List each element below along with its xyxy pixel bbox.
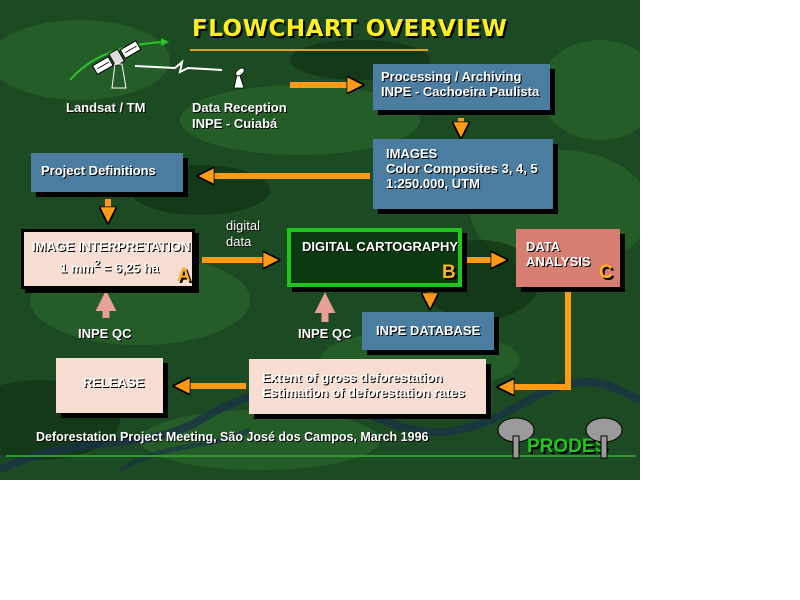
qc-label-a: INPE QC bbox=[78, 326, 132, 341]
image-interpretation-title: IMAGE INTERPRETATION bbox=[32, 239, 191, 254]
letter-a: A bbox=[177, 265, 191, 286]
data-analysis-box: DATA ANALYSIS bbox=[516, 229, 620, 287]
tree-icon-left bbox=[497, 417, 535, 459]
image-interpretation-box: IMAGE INTERPRETATION 1 mm2 = 6,25 ha bbox=[21, 229, 195, 289]
prodes-logo: PRODES bbox=[527, 436, 608, 457]
deforestation-extent-line1: Extent of gross deforestation bbox=[262, 370, 443, 385]
footer-caption: Deforestation Project Meeting, São José … bbox=[36, 430, 429, 444]
inpe-database-box: INPE DATABASE bbox=[362, 312, 494, 350]
page-title: FLOWCHART OVERVIEW bbox=[192, 16, 508, 42]
image-interpretation-scale: 1 mm2 = 6,25 ha bbox=[32, 257, 192, 275]
digital-cartography-label: DIGITAL CARTOGRAPHY bbox=[302, 239, 459, 254]
tree-icon-right bbox=[585, 417, 623, 459]
letter-c: C bbox=[599, 262, 613, 283]
arrow-analysis-to-extent bbox=[505, 292, 571, 387]
images-line2: Color Composites 3, 4, 5 bbox=[386, 161, 538, 176]
release-label: RELEASE bbox=[83, 375, 145, 390]
project-definitions-box: Project Definitions bbox=[31, 153, 183, 192]
flow-arrows bbox=[69, 38, 571, 480]
deforestation-extent-box: Extent of gross deforestation Estimation… bbox=[249, 359, 486, 414]
images-box: IMAGES Color Composites 3, 4, 5 1:250.00… bbox=[373, 139, 553, 209]
scale-prefix: 1 mm bbox=[60, 260, 94, 276]
digital-data-label: digital data bbox=[226, 218, 260, 250]
data-reception-line2: INPE - Cuiabá bbox=[192, 116, 278, 131]
processing-archiving-box: Processing / Archiving INPE - Cachoeira … bbox=[373, 64, 550, 110]
slide: FLOWCHART OVERVIEW Landsat / TM Data Rec… bbox=[0, 0, 640, 480]
processing-line2: INPE - Cachoeira Paulista bbox=[381, 84, 540, 99]
orbit-arrow bbox=[69, 38, 169, 81]
data-analysis-line1: DATA bbox=[526, 239, 561, 254]
antenna-icon bbox=[233, 67, 245, 89]
digital-cartography-box: DIGITAL CARTOGRAPHY bbox=[287, 228, 462, 287]
title-underline bbox=[190, 49, 428, 51]
letter-b: B bbox=[442, 262, 456, 283]
inpe-database-label: INPE DATABASE bbox=[376, 323, 481, 338]
digital-data-line1: digital bbox=[226, 218, 260, 233]
data-reception-label: Data Reception INPE - Cuiabá bbox=[192, 100, 287, 132]
scale-exponent: 2 bbox=[93, 258, 100, 270]
digital-data-line2: data bbox=[226, 234, 252, 249]
release-box: RELEASE bbox=[56, 358, 163, 413]
images-line3: 1:250.000, UTM bbox=[386, 176, 480, 191]
downlink-signal bbox=[134, 59, 223, 74]
footer-divider bbox=[6, 455, 636, 457]
project-definitions-label: Project Definitions bbox=[41, 163, 156, 178]
qc-label-b: INPE QC bbox=[298, 326, 352, 341]
data-reception-line1: Data Reception bbox=[192, 100, 287, 115]
landsat-label: Landsat / TM bbox=[66, 100, 146, 115]
deforestation-extent-line2: Estimation of deforestation rates bbox=[262, 385, 465, 400]
data-analysis-line2: ANALYSIS bbox=[526, 254, 591, 269]
satellite-icon bbox=[91, 40, 142, 89]
images-line1: IMAGES bbox=[386, 146, 438, 161]
processing-line1: Processing / Archiving bbox=[381, 69, 522, 84]
scale-suffix: = 6,25 ha bbox=[100, 260, 159, 276]
